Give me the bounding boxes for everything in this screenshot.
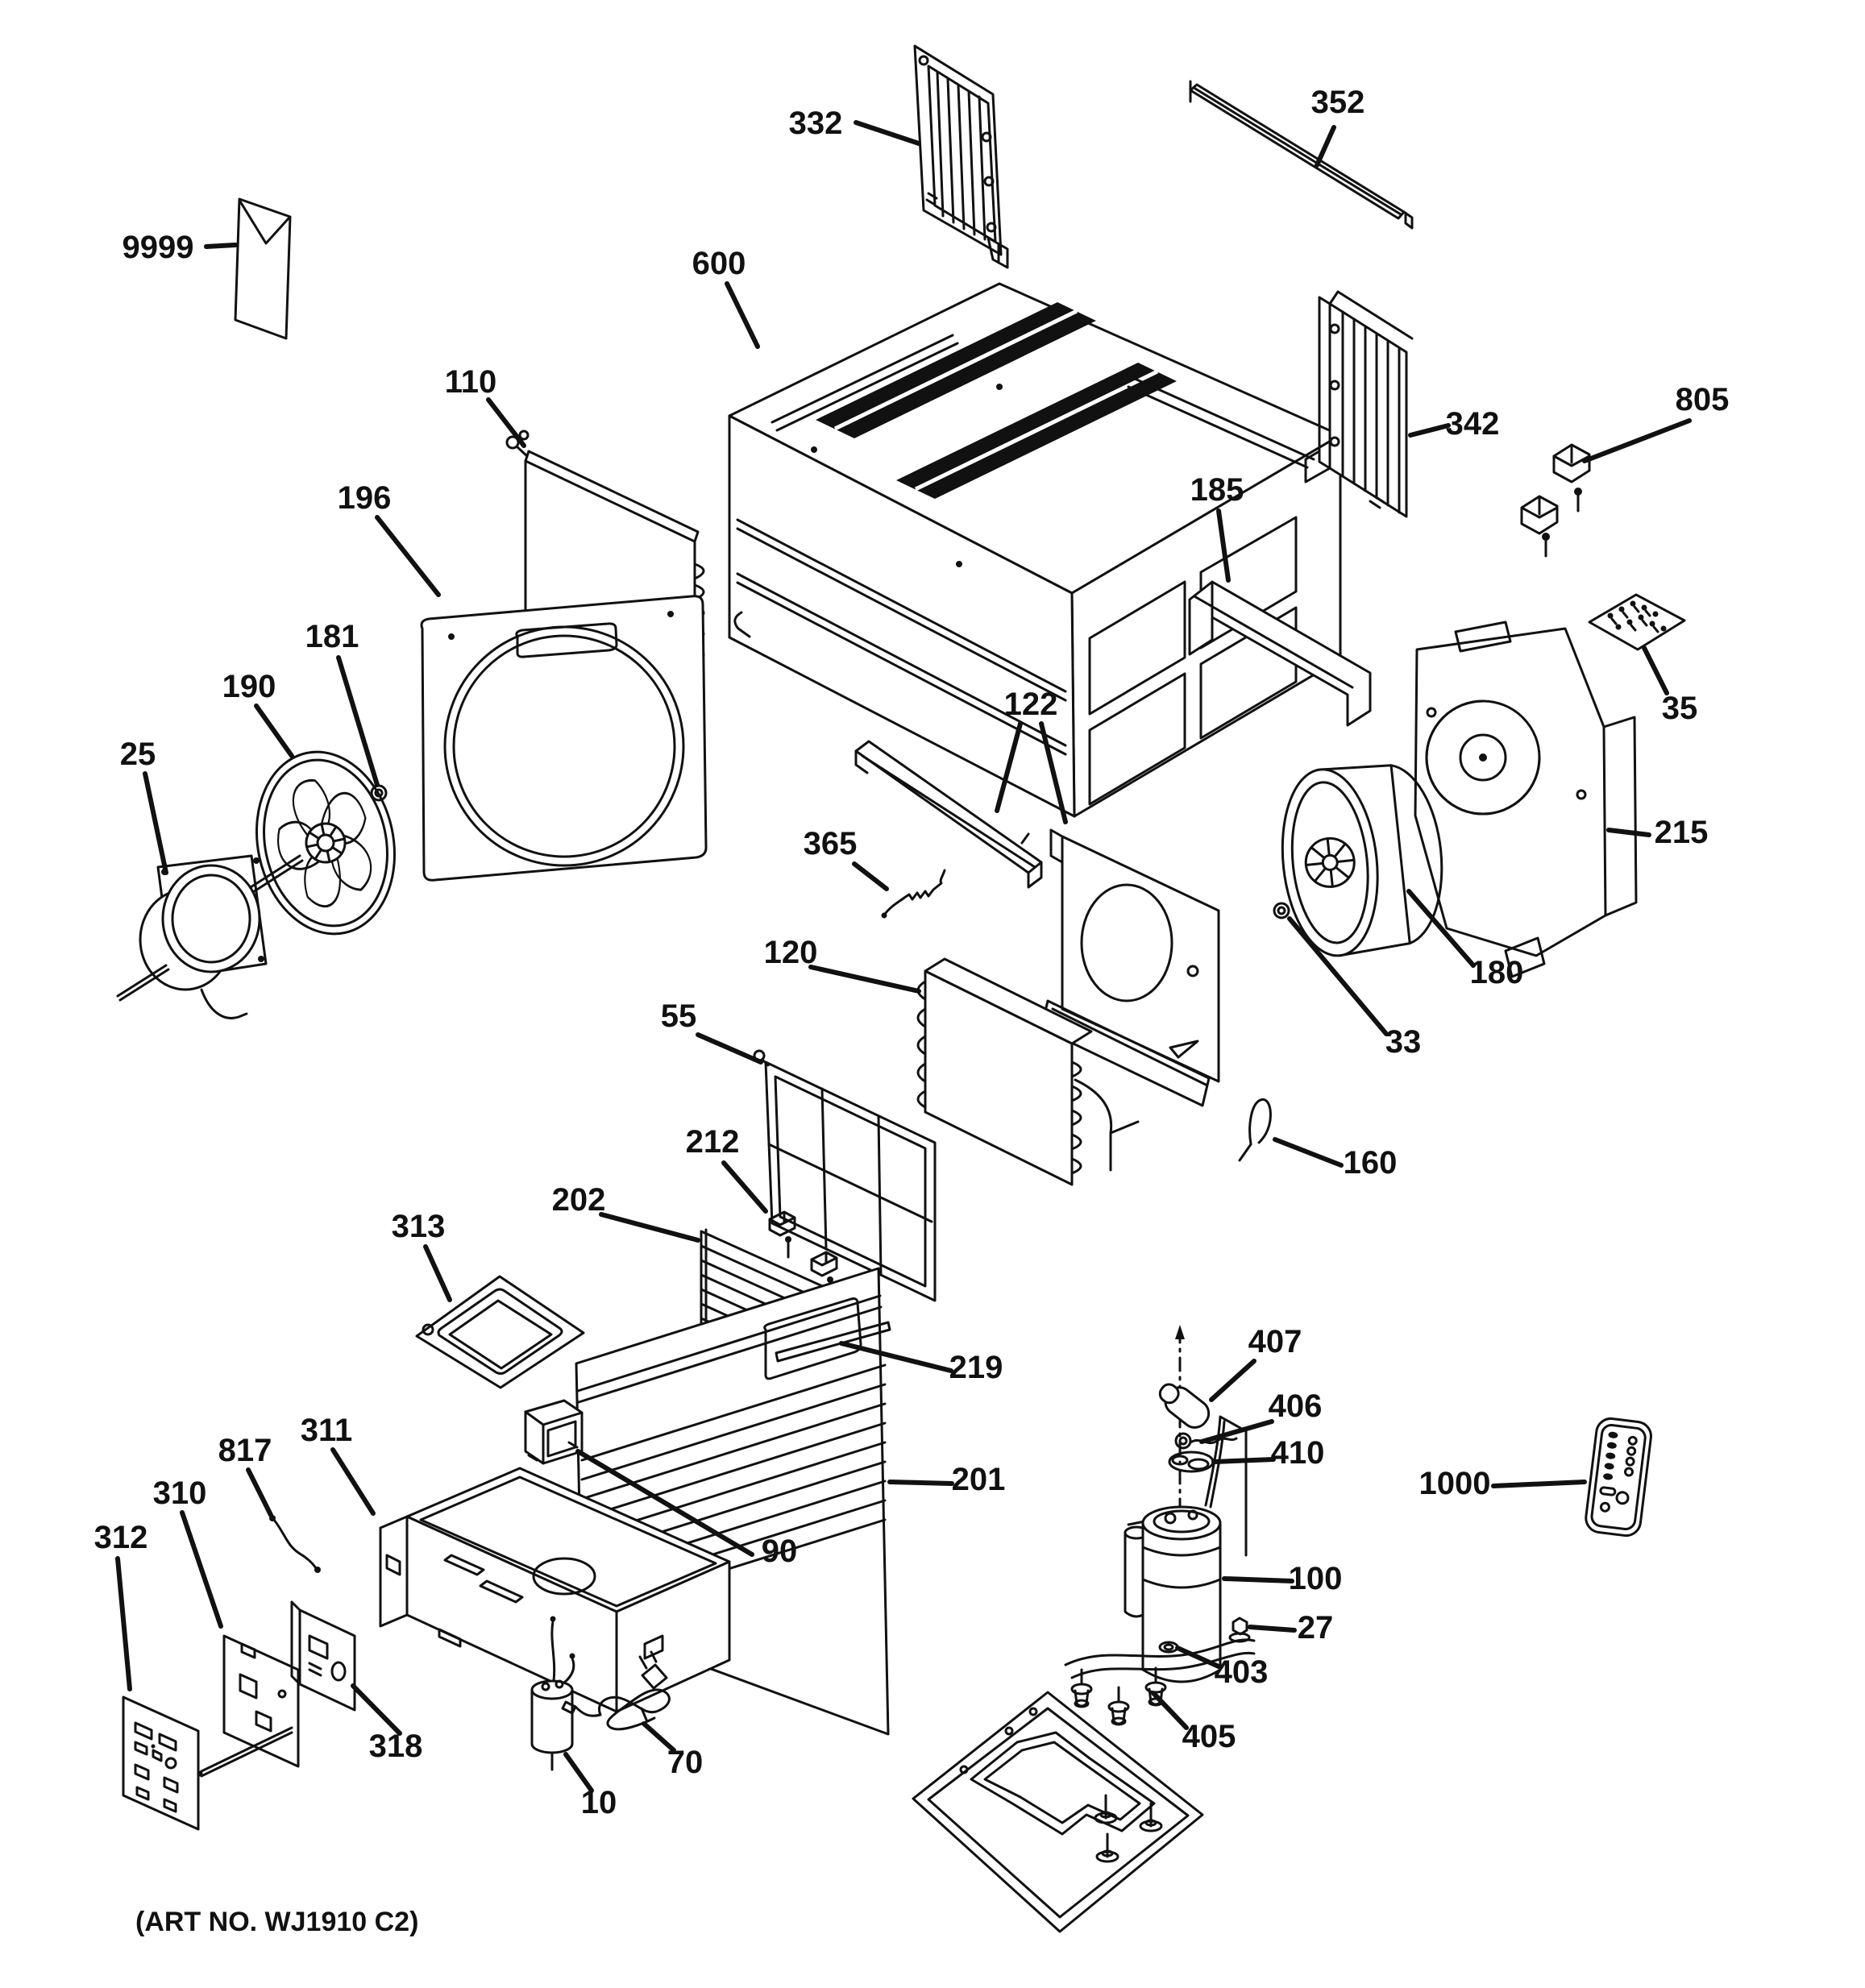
compressor-grommets <box>1070 1666 1167 1726</box>
part-label-90: 90 <box>762 1534 798 1569</box>
part-label-403: 403 <box>1215 1654 1269 1690</box>
power-cord <box>561 1650 671 1731</box>
transformer <box>524 1399 584 1465</box>
part-label-160: 160 <box>1344 1145 1398 1181</box>
art-number: (ART NO. WJ1910 C2) <box>135 1907 418 1937</box>
part-label-122: 122 <box>1004 687 1058 722</box>
part-label-33: 33 <box>1385 1024 1422 1060</box>
part-label-817: 817 <box>218 1433 272 1468</box>
control-bracket <box>197 1634 300 1778</box>
fan-shroud <box>420 595 708 882</box>
gasket <box>1168 1451 1215 1473</box>
part-label-310: 310 <box>153 1475 207 1511</box>
part-label-196: 196 <box>338 480 392 516</box>
part-label-9999: 9999 <box>123 230 194 265</box>
part-label-311: 311 <box>301 1413 353 1448</box>
blower-nut <box>1273 902 1290 919</box>
blower-housing <box>1414 620 1638 978</box>
trim-strip <box>775 1321 891 1363</box>
part-label-219: 219 <box>949 1350 1003 1385</box>
part-label-70: 70 <box>667 1745 704 1780</box>
part-label-25: 25 <box>120 737 156 772</box>
part-label-185: 185 <box>1190 472 1244 508</box>
mounting-clips <box>1520 443 1591 558</box>
air-filter <box>753 1049 937 1302</box>
fan-motor <box>116 854 268 1019</box>
part-label-202: 202 <box>552 1182 606 1218</box>
part-label-55: 55 <box>661 998 697 1034</box>
part-label-35: 35 <box>1662 691 1698 726</box>
handle <box>1188 580 1372 727</box>
condenser-fan-blade <box>240 750 397 936</box>
evaporator-coil <box>916 957 1140 1186</box>
labels-layer: 332 352 9999 600 110 196 181 190 25 342 … <box>94 85 1730 1937</box>
part-label-410: 410 <box>1271 1435 1325 1471</box>
leader-lines <box>115 120 1692 1793</box>
part-label-365: 365 <box>804 826 858 861</box>
lead-wire <box>269 1515 321 1573</box>
part-label-110: 110 <box>445 364 497 400</box>
part-label-342: 342 <box>1446 406 1500 442</box>
part-label-100: 100 <box>1289 1561 1343 1596</box>
part-label-201: 201 <box>952 1462 1006 1497</box>
capacitor <box>530 1616 575 1771</box>
part-label-212: 212 <box>686 1124 740 1160</box>
hardware-kit <box>1588 593 1686 651</box>
compressor <box>1124 1415 1248 1683</box>
base-pan <box>912 1691 1204 1933</box>
part-label-332: 332 <box>789 106 843 141</box>
muffler <box>1158 1383 1211 1429</box>
blower-wheel <box>1281 764 1443 957</box>
part-label-407: 407 <box>1248 1324 1302 1359</box>
part-label-352: 352 <box>1311 85 1365 120</box>
cover-plate <box>415 1275 585 1389</box>
part-label-406: 406 <box>1269 1388 1323 1424</box>
control-panel-overlay <box>122 1695 200 1831</box>
curtain-panel-right <box>1304 290 1414 518</box>
compressor-nut <box>1228 1617 1251 1643</box>
compressor-assembly <box>1064 1325 1256 1726</box>
part-label-190: 190 <box>222 669 276 704</box>
part-label-1000: 1000 <box>1419 1466 1491 1501</box>
part-label-318: 318 <box>369 1729 423 1764</box>
parts-layer <box>116 44 1686 1933</box>
part-label-181: 181 <box>305 619 359 654</box>
remote-control <box>1585 1417 1652 1538</box>
thermistor <box>881 869 946 919</box>
part-label-27: 27 <box>1298 1610 1334 1646</box>
curtain-panel-left <box>913 44 1009 269</box>
part-label-312: 312 <box>94 1520 148 1555</box>
part-label-313: 313 <box>392 1209 446 1244</box>
part-label-120: 120 <box>764 935 818 970</box>
drain-hook <box>1238 1098 1272 1162</box>
literature-envelope <box>234 197 292 340</box>
part-label-215: 215 <box>1655 815 1709 850</box>
part-label-805: 805 <box>1676 382 1730 417</box>
control-board <box>290 1600 356 1712</box>
part-label-10: 10 <box>581 1785 617 1820</box>
control-box <box>379 1467 731 1713</box>
partition-assembly <box>854 740 1220 1107</box>
part-label-180: 180 <box>1470 955 1524 990</box>
part-label-405: 405 <box>1182 1719 1236 1754</box>
outer-cabinet <box>728 282 1342 818</box>
top-seal-bar <box>1189 80 1414 230</box>
part-label-600: 600 <box>692 246 746 281</box>
